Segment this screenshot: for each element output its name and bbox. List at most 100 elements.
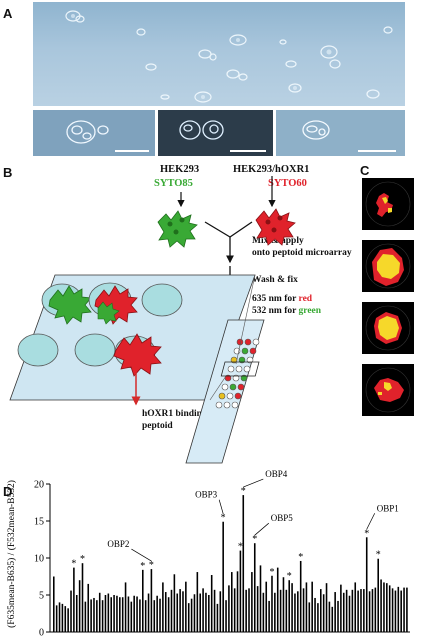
data-bar — [67, 608, 69, 632]
significance-star: * — [238, 542, 243, 553]
cell-label-hek293-hoxr1: HEK293/hOXR1 — [233, 164, 310, 175]
data-bar — [73, 567, 75, 632]
data-bar — [305, 582, 308, 632]
green-cell-cluster — [157, 210, 198, 248]
data-bar — [383, 582, 385, 632]
data-bar — [96, 600, 98, 632]
significance-star: * — [80, 554, 85, 565]
data-bar — [265, 581, 268, 632]
data-bar — [311, 581, 313, 632]
binding-peptoid-label: hOXR1 binding peptoid — [142, 408, 207, 432]
data-bar — [159, 598, 161, 632]
array-spot — [74, 333, 116, 367]
data-bar — [170, 589, 173, 632]
data-bar — [133, 595, 135, 632]
data-bar — [205, 592, 207, 632]
red-cell-cluster — [255, 208, 296, 246]
annotation-leader — [243, 478, 264, 488]
data-bar — [331, 606, 334, 632]
y-axis-label: (F635mean-B635) / (F532mean-B532) — [6, 480, 17, 628]
fluorescence-image-4 — [362, 364, 414, 416]
data-bar — [93, 597, 95, 632]
data-bar — [308, 602, 311, 632]
annotation-obp2: OBP2 — [107, 539, 129, 549]
data-bar — [173, 574, 176, 632]
data-bar — [182, 591, 184, 632]
ratio-bar-chart: (F635mean-B635) / (F532mean-B532) 051015… — [6, 470, 410, 638]
data-bar — [233, 588, 236, 632]
binding-line1: hOXR1 binding — [142, 409, 207, 419]
fluorescence-image-2 — [362, 240, 414, 292]
data-bar — [121, 597, 124, 632]
annotation-obp5: OBP5 — [271, 513, 294, 523]
spot-mixed-cells — [88, 282, 138, 325]
significance-star: * — [140, 561, 145, 572]
data-bar — [130, 601, 133, 632]
data-bar — [357, 590, 359, 632]
data-bar — [190, 598, 193, 632]
data-bar — [87, 583, 90, 632]
data-bar — [251, 572, 253, 632]
data-bar — [354, 582, 357, 632]
array-spot — [141, 283, 183, 317]
micrograph-overview-cells — [65, 10, 393, 103]
data-bar — [64, 606, 67, 632]
data-bar — [127, 596, 130, 632]
scan-green-text: 532 nm for — [252, 306, 299, 316]
data-bar — [199, 593, 201, 632]
annotation-leader — [218, 499, 224, 514]
spot-red-binding — [113, 333, 162, 377]
significance-star: * — [376, 550, 381, 561]
annotation-obp1: OBP1 — [377, 503, 399, 513]
data-bar — [225, 600, 227, 632]
data-bar — [216, 603, 219, 632]
data-bar — [90, 599, 92, 632]
annotation-leader — [131, 548, 152, 562]
significance-star: * — [269, 567, 274, 578]
data-bar — [213, 589, 216, 632]
micrograph-detail-3 — [276, 110, 405, 156]
data-bar — [374, 587, 377, 632]
scan-green-word: green — [298, 306, 322, 316]
data-bar — [288, 580, 290, 632]
data-bar — [84, 601, 87, 632]
significance-star: * — [298, 552, 303, 563]
dye-label-syto60: SYTO60 — [268, 178, 307, 189]
magnified-microarray-view — [9, 274, 256, 401]
data-bar — [104, 595, 107, 632]
scale-bar — [230, 150, 266, 152]
significance-star: * — [71, 559, 76, 570]
data-bar — [302, 588, 305, 632]
y-tick-label: 15 — [34, 517, 44, 528]
significance-star: * — [149, 560, 154, 571]
data-bar — [110, 597, 112, 632]
data-bar — [147, 593, 150, 632]
data-bar — [345, 589, 348, 632]
data-bar — [245, 589, 247, 632]
data-bar — [406, 587, 408, 632]
significance-star: * — [252, 534, 257, 545]
data-bar — [193, 594, 196, 632]
dye-label-syto85: SYTO85 — [154, 178, 193, 189]
data-bar — [113, 595, 115, 632]
data-bar — [342, 592, 345, 632]
scan-red-word: red — [298, 294, 313, 304]
data-bar — [297, 591, 299, 632]
data-bar — [337, 600, 339, 632]
data-bar — [262, 592, 265, 632]
data-bar — [75, 595, 78, 632]
data-bar — [351, 589, 354, 632]
data-bar — [400, 590, 402, 632]
scan-red-text: 635 nm for — [252, 294, 299, 304]
data-bar — [285, 589, 288, 632]
data-bar — [142, 569, 144, 632]
data-bar — [58, 602, 61, 632]
significance-star: * — [221, 513, 226, 524]
annotation-obp4: OBP4 — [265, 470, 288, 479]
data-bar — [322, 594, 325, 632]
data-bar — [299, 560, 302, 632]
panel-b-schematic — [9, 176, 296, 464]
scale-bar — [358, 150, 396, 152]
significance-star: * — [287, 571, 292, 582]
data-bar — [208, 595, 210, 632]
